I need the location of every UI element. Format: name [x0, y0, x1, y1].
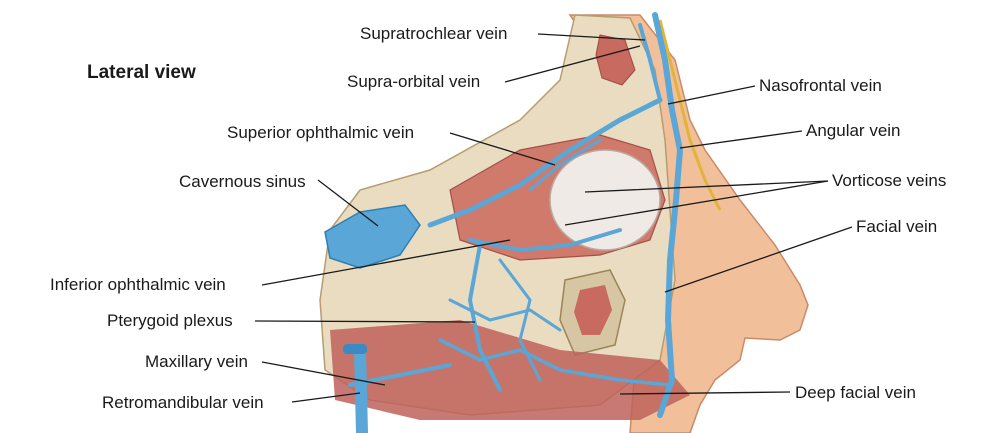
- lower-muscle: [330, 320, 690, 420]
- label-deep-facial-vein: Deep facial vein: [795, 383, 916, 402]
- label-superior-ophthalmic-vein: Superior ophthalmic vein: [227, 123, 415, 142]
- retromandibular-vein-cut: [343, 344, 367, 354]
- leader-lines: [254, 33, 853, 403]
- label-inferior-ophthalmic-vein: Inferior ophthalmic vein: [50, 275, 226, 294]
- maxillary-sinus-inner: [574, 285, 612, 335]
- cavernous-sinus-shape: [324, 204, 421, 269]
- label-angular-vein: Angular vein: [806, 121, 901, 140]
- yellow-vessel: [658, 19, 722, 211]
- label-retromandibular-vein: Retromandibular vein: [102, 393, 264, 412]
- label-maxillary-vein: Maxillary vein: [145, 352, 248, 371]
- veins: [348, 12, 684, 433]
- label-cavernous-sinus: Cavernous sinus: [179, 172, 306, 191]
- view-title: Lateral view: [87, 62, 196, 83]
- frontal-sinus: [595, 34, 636, 86]
- label-supraorbital-vein: Supra-orbital vein: [347, 72, 481, 91]
- label-facial-vein: Facial vein: [856, 217, 938, 236]
- label-vorticose-veins: Vorticose veins: [832, 171, 947, 190]
- label-supratrochlear-vein: Supratrochlear vein: [360, 24, 508, 43]
- label-nasofrontal-vein: Nasofrontal vein: [759, 76, 882, 95]
- eyeball: [549, 149, 661, 251]
- label-pterygoid-plexus: Pterygoid plexus: [107, 311, 233, 330]
